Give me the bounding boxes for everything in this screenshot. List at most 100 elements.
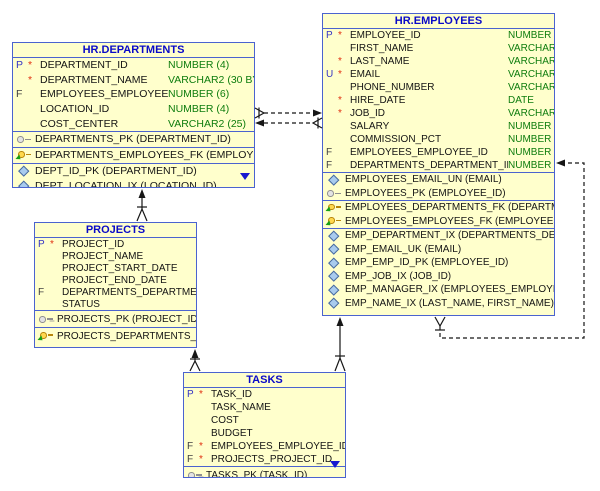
index-row: DEPT_LOCATION_IX (LOCATION_ID) <box>13 179 254 188</box>
column-name: EMPLOYEES_EMPLOYEE_ID <box>40 88 168 101</box>
scroll-down-icon[interactable] <box>330 461 340 468</box>
relationship-projects-departments-fk[interactable] <box>136 189 148 222</box>
key-type-marker: P <box>38 238 45 250</box>
key-name: EMPLOYEES_EMAIL_UN (EMAIL) <box>345 174 502 186</box>
index-diamond-icon <box>327 174 342 185</box>
mandatory-marker: * <box>338 108 342 119</box>
index-row: EMP_EMAIL_UK (EMAIL) <box>323 243 554 257</box>
column-row: PROJECT_END_DATE <box>35 274 196 286</box>
index-row: EMP_EMP_ID_PK (EMPLOYEE_ID) <box>323 256 554 270</box>
key-row: DEPARTMENTS_PK (DEPARTMENT_ID) <box>13 132 254 147</box>
column-type: NUMBER (6) <box>168 88 230 101</box>
column-row: COST <box>184 414 345 427</box>
relationship-employees-departments-fk[interactable] <box>255 117 323 129</box>
tasks-keys: TASKS_PK (TASK_ID) <box>184 466 345 477</box>
relationship-departments-employees-fk[interactable] <box>254 107 322 119</box>
index-diamond-icon <box>17 181 32 187</box>
column-type: NUMBER ( <box>508 134 554 145</box>
column-type: NUMBER ( <box>508 147 554 158</box>
column-name: COST <box>211 415 239 426</box>
table-title[interactable]: HR.EMPLOYEES <box>323 14 554 29</box>
relationship-tasks-employees-fk[interactable] <box>334 317 346 372</box>
column-type: VARCHAR2 (25) <box>168 117 246 130</box>
index-row: EMP_MANAGER_IX (EMPLOYEES_EMPLOYEE_ID) <box>323 283 554 297</box>
column-row: F EMPLOYEES_EMPLOYEE_ID NUMBER ( <box>323 146 554 159</box>
column-name: TASK_ID <box>211 389 252 400</box>
column-type: NUMBER (4) <box>168 59 230 72</box>
column-type: VARCHAR <box>508 82 554 93</box>
index-diamond-icon <box>327 284 342 295</box>
table-hr-departments[interactable]: HR.DEPARTMENTS P * DEPARTMENT_ID NUMBER … <box>12 42 255 188</box>
scroll-down-icon[interactable] <box>240 173 250 180</box>
key-type-marker: F <box>187 454 194 465</box>
column-name: COST_CENTER <box>40 117 119 130</box>
column-type: VARCHAR <box>508 43 554 54</box>
column-type: DATE <box>508 95 534 106</box>
key-row: TASKS_PK (TASK_ID) <box>184 467 345 477</box>
column-name: JOB_ID <box>350 108 386 119</box>
fk-key-icon <box>37 331 54 343</box>
index-diamond-icon <box>17 166 32 177</box>
column-row: SALARY NUMBER ( <box>323 120 554 133</box>
table-title[interactable]: PROJECTS <box>35 223 196 238</box>
column-row: * JOB_ID VARCHAR <box>323 107 554 120</box>
column-name: PROJECT_NAME <box>62 250 144 262</box>
column-row: F DEPARTMENTS_DEPARTMENT_ID NUMBER ( <box>323 159 554 172</box>
departments-fks: DEPARTMENTS_EMPLOYEES_FK (EMPLOYEES_EMPL <box>13 146 254 163</box>
employees-keys: EMPLOYEES_EMAIL_UN (EMAIL) EMPLOYEES_PK … <box>323 172 554 200</box>
index-row: EMP_DEPARTMENT_IX (DEPARTMENTS_DEPARTM <box>323 229 554 243</box>
table-tasks[interactable]: TASKS P * TASK_ID TASK_NAME <box>183 372 346 478</box>
pk-key-icon <box>188 470 203 477</box>
key-type-marker: F <box>187 441 194 452</box>
departments-indexes: DEPT_ID_PK (DEPARTMENT_ID) DEPT_LOCATION… <box>13 162 254 188</box>
fk-name: EMPLOYEES_EMPLOYEES_FK (EMPLOYEES_EMPLO <box>345 215 554 227</box>
index-row: EMP_NAME_IX (LAST_NAME, FIRST_NAME) <box>323 297 554 311</box>
relationship-tasks-projects-fk[interactable] <box>189 349 201 372</box>
table-projects[interactable]: PROJECTS P * PROJECT_ID PROJECT_NAME <box>34 222 197 348</box>
column-name: PROJECT_START_DATE <box>62 262 178 274</box>
column-row: BUDGET <box>184 427 345 440</box>
fk-key-icon <box>325 202 342 214</box>
fk-name: DEPARTMENTS_EMPLOYEES_FK (EMPLOYEES_EMPL <box>35 149 254 162</box>
column-row: F EMPLOYEES_EMPLOYEE_ID NUMBER (6) <box>13 87 254 102</box>
column-row: P * PROJECT_ID <box>35 238 196 250</box>
key-name: PROJECTS_PK (PROJECT_ID) <box>57 313 196 325</box>
column-name: SALARY <box>350 121 390 132</box>
index-name: DEPT_LOCATION_IX (LOCATION_ID) <box>35 180 217 188</box>
mandatory-marker: * <box>199 441 203 452</box>
column-name: PHONE_NUMBER <box>350 82 435 93</box>
column-row: COST_CENTER VARCHAR2 (25) <box>13 116 254 131</box>
index-row: DEPT_ID_PK (DEPARTMENT_ID) <box>13 164 254 179</box>
column-row: FIRST_NAME VARCHAR <box>323 42 554 55</box>
fk-key-icon <box>15 150 32 162</box>
table-title[interactable]: HR.DEPARTMENTS <box>13 43 254 58</box>
column-type: NUMBER ( <box>508 160 554 171</box>
column-name: HIRE_DATE <box>350 95 406 106</box>
index-diamond-icon <box>327 230 342 241</box>
column-name: PROJECT_END_DATE <box>62 274 167 286</box>
fk-row: EMPLOYEES_DEPARTMENTS_FK (DEPARTMENTS_ <box>323 201 554 215</box>
column-type: VARCHAR2 (30 BY <box>168 73 254 86</box>
table-hr-employees[interactable]: HR.EMPLOYEES P * EMPLOYEE_ID NUMBER ( FI… <box>322 13 555 316</box>
index-diamond-icon <box>327 271 342 282</box>
index-name: EMP_NAME_IX (LAST_NAME, FIRST_NAME) <box>345 297 554 309</box>
key-row: EMPLOYEES_EMAIL_UN (EMAIL) <box>323 173 554 187</box>
column-type: VARCHAR <box>508 108 554 119</box>
mandatory-marker: * <box>338 30 342 41</box>
column-row: F DEPARTMENTS_DEPARTMENT_ <box>35 286 196 298</box>
index-row: EMP_JOB_IX (JOB_ID) <box>323 270 554 284</box>
column-row: P * TASK_ID <box>184 388 345 401</box>
departments-keys: DEPARTMENTS_PK (DEPARTMENT_ID) <box>13 130 254 147</box>
fk-name: EMPLOYEES_DEPARTMENTS_FK (DEPARTMENTS_ <box>345 202 554 214</box>
column-type: VARCHAR <box>508 69 554 80</box>
mandatory-marker: * <box>338 69 342 80</box>
key-name: EMPLOYEES_PK (EMPLOYEE_ID) <box>345 187 506 199</box>
fk-row: EMPLOYEES_EMPLOYEES_FK (EMPLOYEES_EMPLO <box>323 215 554 229</box>
mandatory-marker: * <box>338 56 342 67</box>
column-type: NUMBER ( <box>508 30 554 41</box>
key-type-marker: F <box>326 147 333 158</box>
key-type-marker: U <box>326 69 334 80</box>
table-title[interactable]: TASKS <box>184 373 345 388</box>
column-row: PHONE_NUMBER VARCHAR <box>323 81 554 94</box>
key-row: PROJECTS_PK (PROJECT_ID) <box>35 311 196 327</box>
